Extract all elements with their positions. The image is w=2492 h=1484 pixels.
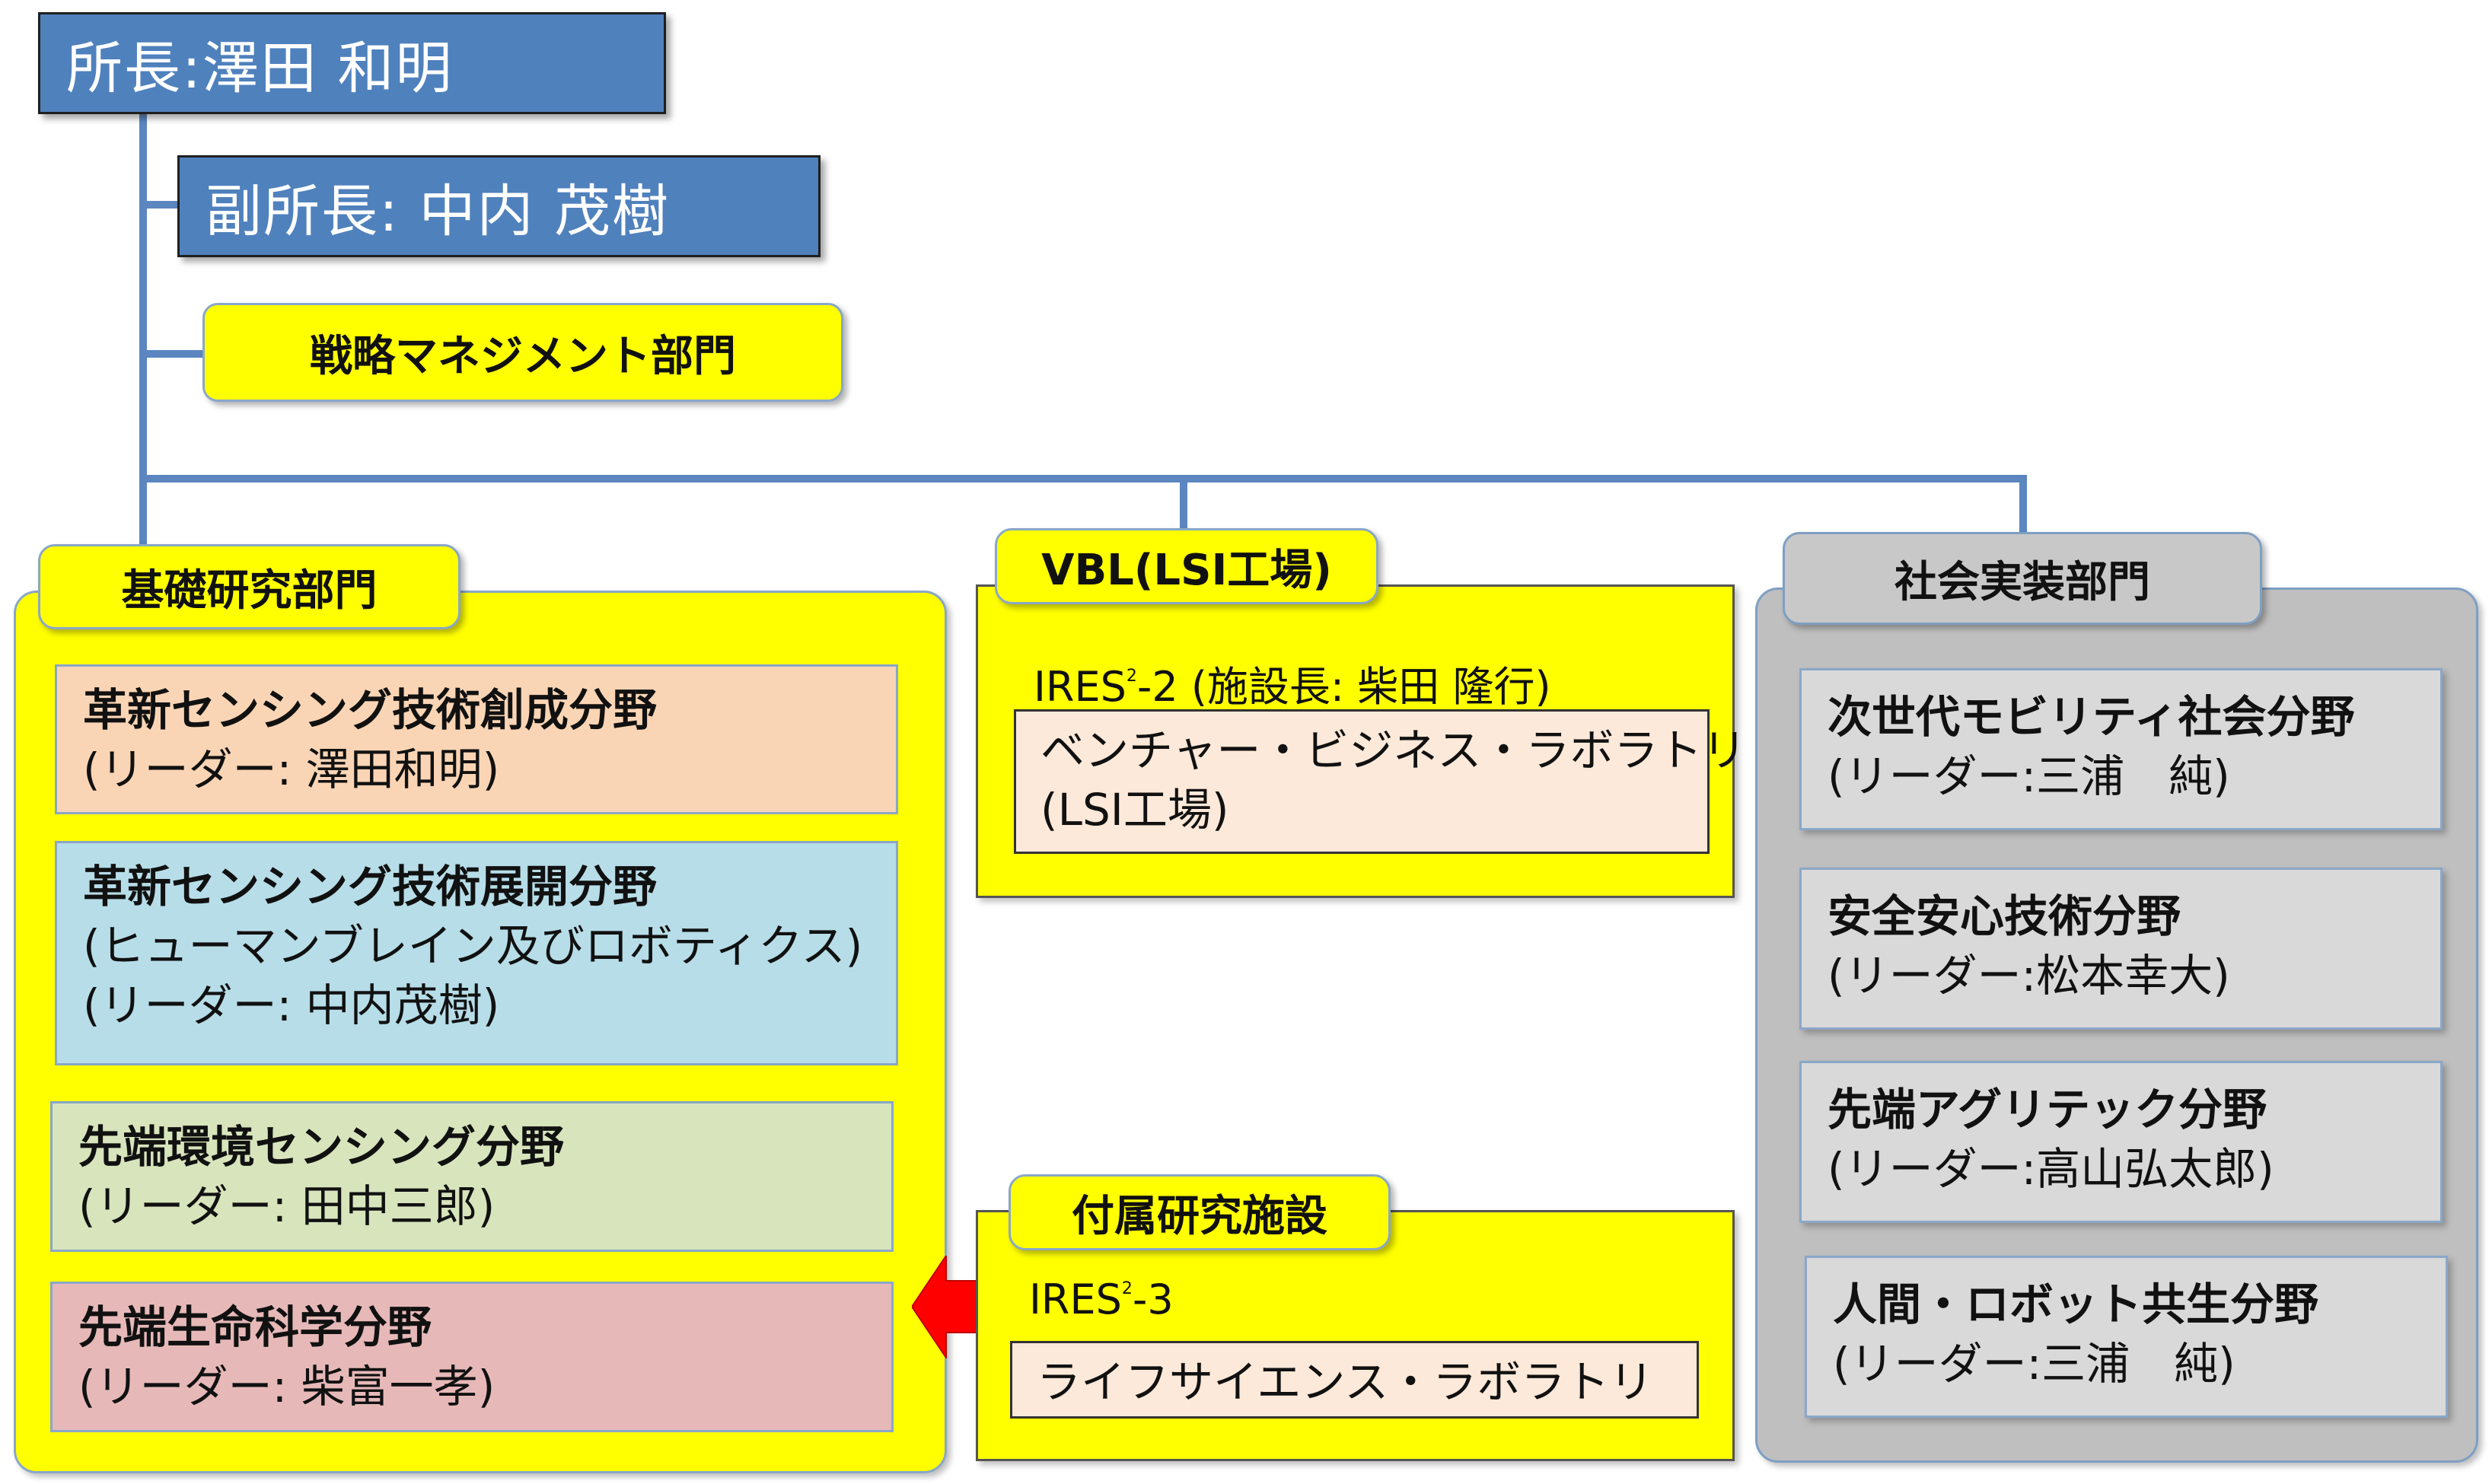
field-leader: (リーダー: 澤田和明) bbox=[83, 744, 500, 795]
basic-research-label: 基礎研究部門 bbox=[121, 565, 378, 616]
field-leader: (リーダー:三浦 純) bbox=[1828, 750, 2230, 802]
strategy-box: 戦略マネジメント部門 bbox=[202, 303, 843, 402]
field-leader: (リーダー: 中内茂樹) bbox=[83, 979, 500, 1031]
ires-prefix: IRES bbox=[1029, 1275, 1122, 1323]
connector-vbl bbox=[1180, 475, 1187, 528]
field-title: 先端環境センシング分野 bbox=[78, 1121, 565, 1173]
facility-subname: (LSI工場) bbox=[1040, 784, 1229, 836]
field-title: 人間・ロボット共生分野 bbox=[1833, 1279, 2319, 1330]
field-subtitle: (ヒューマンブレイン及びロボティクス) bbox=[83, 920, 863, 972]
social-label: 社会実装部門 bbox=[1894, 557, 2150, 607]
field-title: 安全安心技術分野 bbox=[1828, 890, 2181, 942]
field-leader: (リーダー:松本幸大) bbox=[1828, 950, 2230, 1002]
attached-panel bbox=[976, 1210, 1735, 1461]
ires-superscript: 2 bbox=[1126, 667, 1137, 686]
field-innovative-sensing-deployment: 革新センシング技術展開分野 (ヒューマンブレイン及びロボティクス) (リーダー:… bbox=[55, 841, 898, 1065]
basic-research-tab: 基礎研究部門 bbox=[38, 544, 460, 629]
ires-prefix: IRES bbox=[1034, 663, 1126, 711]
attached-label: 付属研究施設 bbox=[1072, 1191, 1327, 1241]
field-title: 革新センシング技術展開分野 bbox=[83, 861, 658, 912]
connector-vice bbox=[139, 201, 177, 209]
field-leader: (リーダー:高山弘太郎) bbox=[1828, 1143, 2274, 1195]
social-tab: 社会実装部門 bbox=[1783, 532, 2262, 625]
field-title: 次世代モビリティ社会分野 bbox=[1828, 691, 2355, 743]
field-advanced-agritech: 先端アグリテック分野 (リーダー:高山弘太郎) bbox=[1799, 1061, 2443, 1223]
field-leader: (リーダー:三浦 純) bbox=[1833, 1338, 2235, 1390]
ires-superscript: 2 bbox=[1121, 1279, 1133, 1298]
attached-tab: 付属研究施設 bbox=[1009, 1174, 1391, 1250]
ires-suffix: -2 (施設長: 柴田 隆行) bbox=[1136, 663, 1551, 711]
vbl-label: VBL(LSI工場) bbox=[1041, 545, 1332, 595]
facility-name: ベンチャー・ビジネス・ラボラトリ bbox=[1040, 724, 1747, 776]
field-innovative-sensing-creation: 革新センシング技術創成分野 (リーダー: 澤田和明) bbox=[55, 664, 898, 814]
field-leader: (リーダー: 柴富一孝) bbox=[78, 1361, 496, 1412]
vbl-tab: VBL(LSI工場) bbox=[995, 528, 1378, 604]
field-safety-security: 安全安心技術分野 (リーダー:松本幸大) bbox=[1799, 868, 2443, 1030]
vice-director-label: 副所長: 中内 茂樹 bbox=[206, 178, 670, 244]
vbl-ires-label: IRES2-2 (施設長: 柴田 隆行) bbox=[1034, 653, 1551, 713]
field-next-gen-mobility: 次世代モビリティ社会分野 (リーダー:三浦 純) bbox=[1799, 668, 2443, 830]
field-advanced-environment-sensing: 先端環境センシング分野 (リーダー: 田中三郎) bbox=[50, 1101, 894, 1252]
facility-name: ライフサイエンス・ラボラトリ bbox=[1037, 1356, 1654, 1408]
strategy-label: 戦略マネジメント部門 bbox=[310, 331, 736, 381]
connector-trunk bbox=[139, 114, 147, 548]
field-human-robot-coexistence: 人間・ロボット共生分野 (リーダー:三浦 純) bbox=[1805, 1256, 2448, 1418]
attached-facility-box: ライフサイエンス・ラボラトリ bbox=[1010, 1341, 1699, 1419]
field-advanced-life-science: 先端生命科学分野 (リーダー: 柴富一孝) bbox=[50, 1282, 894, 1432]
attached-ires-label: IRES2-3 bbox=[1029, 1275, 1174, 1323]
director-label: 所長:澤田 和明 bbox=[66, 35, 454, 101]
field-title: 先端アグリテック分野 bbox=[1828, 1084, 2267, 1135]
ires-suffix: -3 bbox=[1132, 1275, 1174, 1323]
connector-social bbox=[2019, 475, 2027, 536]
field-title: 先端生命科学分野 bbox=[78, 1301, 432, 1353]
connector-horizontal bbox=[139, 475, 2027, 482]
vice-director-box: 副所長: 中内 茂樹 bbox=[177, 155, 821, 257]
vbl-facility-box: ベンチャー・ビジネス・ラボラトリ (LSI工場) bbox=[1014, 709, 1747, 854]
field-leader: (リーダー: 田中三郎) bbox=[78, 1180, 496, 1232]
director-box: 所長:澤田 和明 bbox=[38, 12, 666, 114]
connector-strategy bbox=[139, 350, 204, 358]
field-title: 革新センシング技術創成分野 bbox=[83, 684, 658, 736]
